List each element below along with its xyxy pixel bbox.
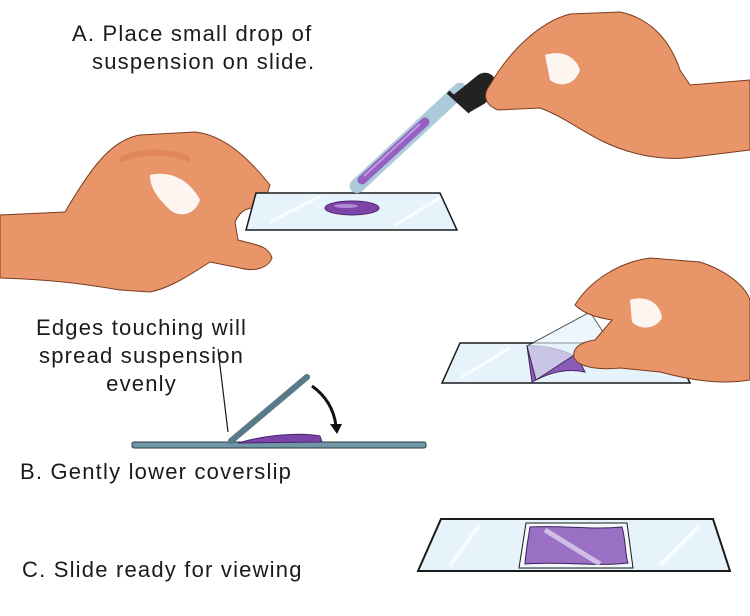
- step-a-line1: A. Place small drop of: [72, 21, 313, 46]
- left-hand-holding-slide: [0, 131, 273, 293]
- right-hand-holding-dropper: [485, 11, 750, 159]
- spread-suspension: [524, 526, 629, 565]
- step-a-label: A. Place small drop of suspension on sli…: [72, 20, 315, 76]
- annotation-leader-line: [217, 348, 229, 433]
- step-a-line2: suspension on slide.: [92, 49, 316, 74]
- edges-annotation: Edges touching will spread suspension ev…: [36, 314, 247, 398]
- step-c-label: C. Slide ready for viewing: [22, 557, 303, 582]
- annotation-line-3: evenly: [106, 371, 177, 396]
- annotation-line-2: spread suspension: [39, 343, 245, 368]
- slide-c: [416, 518, 732, 572]
- dropper-icon: [349, 72, 500, 194]
- slide-a: [245, 192, 459, 231]
- side-coverslip: [228, 374, 310, 444]
- suspension-drop: [324, 200, 380, 216]
- right-hand-lowering-coverslip: [573, 257, 750, 383]
- side-view-diagram: [131, 348, 427, 449]
- annotation-line-1: Edges touching will: [36, 315, 248, 340]
- lower-arrow-icon: [311, 384, 338, 427]
- side-suspension: [237, 433, 323, 444]
- step-b-label: B. Gently lower coverslip: [20, 459, 293, 484]
